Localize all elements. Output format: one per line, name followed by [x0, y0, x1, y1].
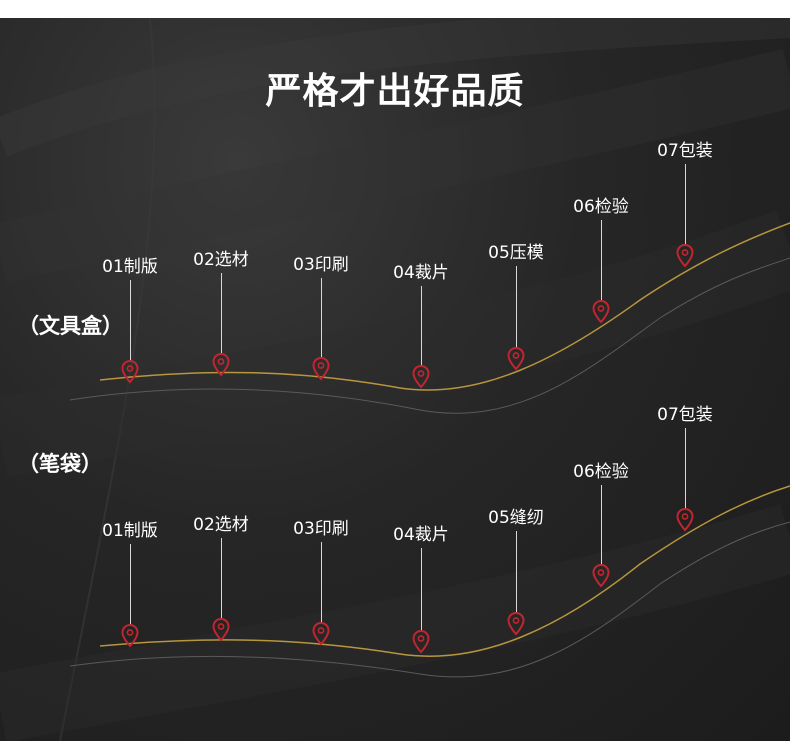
- step-label: 02选材: [193, 515, 249, 535]
- step-connector-line: [130, 280, 131, 362]
- step-connector-line: [130, 544, 131, 626]
- step-connector-line: [601, 485, 602, 566]
- map-pin-icon: [121, 360, 139, 384]
- step-label: 07包装: [657, 141, 713, 161]
- map-pin-icon: [121, 624, 139, 648]
- section-label-stationery-box: （文具盒）: [18, 314, 123, 338]
- step-connector-line: [516, 531, 517, 614]
- map-pin-icon: [212, 353, 230, 377]
- step-label: 06检验: [573, 197, 629, 217]
- step-label: 06检验: [573, 462, 629, 482]
- row-1-curve-shadow: [69, 257, 790, 414]
- background-decoration: [0, 18, 790, 741]
- map-pin-icon: [412, 630, 430, 654]
- step-label: 03印刷: [293, 255, 349, 275]
- step-connector-line: [516, 266, 517, 349]
- map-pin-icon: [676, 508, 694, 532]
- row-2-curve: [99, 485, 790, 657]
- step-connector-line: [685, 428, 686, 510]
- step-connector-line: [421, 548, 422, 632]
- step-label: 04裁片: [393, 263, 449, 283]
- step-connector-line: [221, 538, 222, 620]
- map-pin-icon: [592, 300, 610, 324]
- map-pin-icon: [507, 347, 525, 371]
- row-2-curve-shadow: [69, 521, 790, 678]
- map-pin-icon: [312, 357, 330, 381]
- step-label: 05压模: [488, 243, 544, 263]
- map-pin-icon: [212, 618, 230, 642]
- map-pin-icon: [312, 622, 330, 646]
- section-label-pencil-bag: （笔袋）: [18, 452, 102, 476]
- step-connector-line: [601, 220, 602, 302]
- map-pin-icon: [412, 365, 430, 389]
- step-label: 05缝纫: [488, 508, 544, 528]
- step-label: 07包装: [657, 405, 713, 425]
- background-panel: [0, 18, 790, 741]
- map-pin-icon: [592, 564, 610, 588]
- step-connector-line: [685, 164, 686, 246]
- step-label: 03印刷: [293, 519, 349, 539]
- step-connector-line: [321, 278, 322, 359]
- map-pin-icon: [507, 612, 525, 636]
- step-connector-line: [421, 286, 422, 367]
- step-label: 04裁片: [393, 525, 449, 545]
- row-1-curve: [99, 222, 790, 391]
- step-label: 01制版: [102, 521, 158, 541]
- step-connector-line: [321, 542, 322, 624]
- step-label: 02选材: [193, 250, 249, 270]
- map-pin-icon: [676, 244, 694, 268]
- page-title: 严格才出好品质: [265, 71, 525, 112]
- step-label: 01制版: [102, 257, 158, 277]
- step-connector-line: [221, 273, 222, 355]
